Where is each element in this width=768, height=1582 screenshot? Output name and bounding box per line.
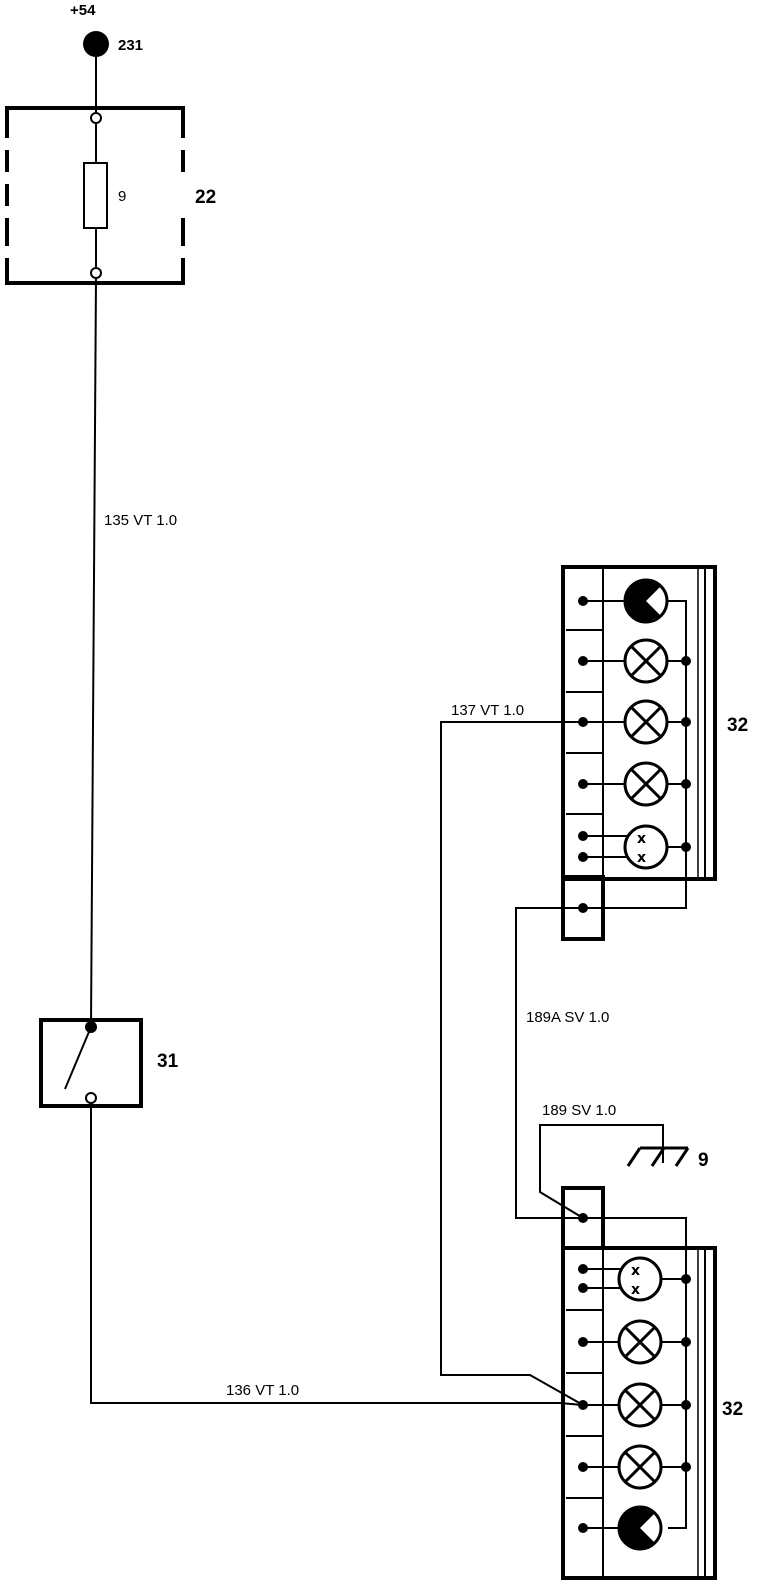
wire-135	[90, 277, 97, 1026]
wire-189a	[515, 907, 583, 1219]
supply-node-dot	[83, 31, 109, 57]
svg-text:x: x	[637, 850, 646, 866]
wire-137-label: 137 VT 1.0	[451, 702, 524, 719]
supply-node-label: 231	[118, 37, 143, 54]
fuse-9-symbol	[83, 162, 108, 229]
panel-32-bottom-lamps: x x	[578, 1213, 691, 1551]
panel-32-top	[561, 565, 717, 941]
fuse-box-22	[5, 106, 185, 285]
wire-136	[90, 1103, 584, 1406]
panel-32-bottom	[561, 1186, 717, 1580]
wire-135-label: 135 VT 1.0	[104, 512, 177, 529]
fuse-box-label: 22	[195, 187, 216, 208]
wire-189-label: 189 SV 1.0	[542, 1102, 616, 1119]
switch-label: 31	[157, 1051, 179, 1072]
ground-label: 9	[698, 1150, 709, 1171]
supply-terminal-label: +54	[70, 2, 96, 19]
wire-136-label: 136 VT 1.0	[226, 1382, 299, 1399]
wire-189a-label: 189A SV 1.0	[526, 1009, 609, 1026]
panel-top-label: 32	[727, 715, 748, 736]
wire-137	[440, 721, 584, 1406]
wire-189	[539, 1124, 664, 1219]
switch-31	[39, 1018, 143, 1108]
svg-text:x: x	[631, 1263, 640, 1279]
panel-32-top-lamps: x x	[578, 578, 691, 913]
ground-symbol	[626, 1146, 690, 1167]
svg-text:x: x	[631, 1282, 640, 1298]
fuse-label: 9	[118, 188, 126, 205]
panel-bottom-label: 32	[722, 1399, 743, 1420]
svg-text:x: x	[637, 831, 646, 847]
